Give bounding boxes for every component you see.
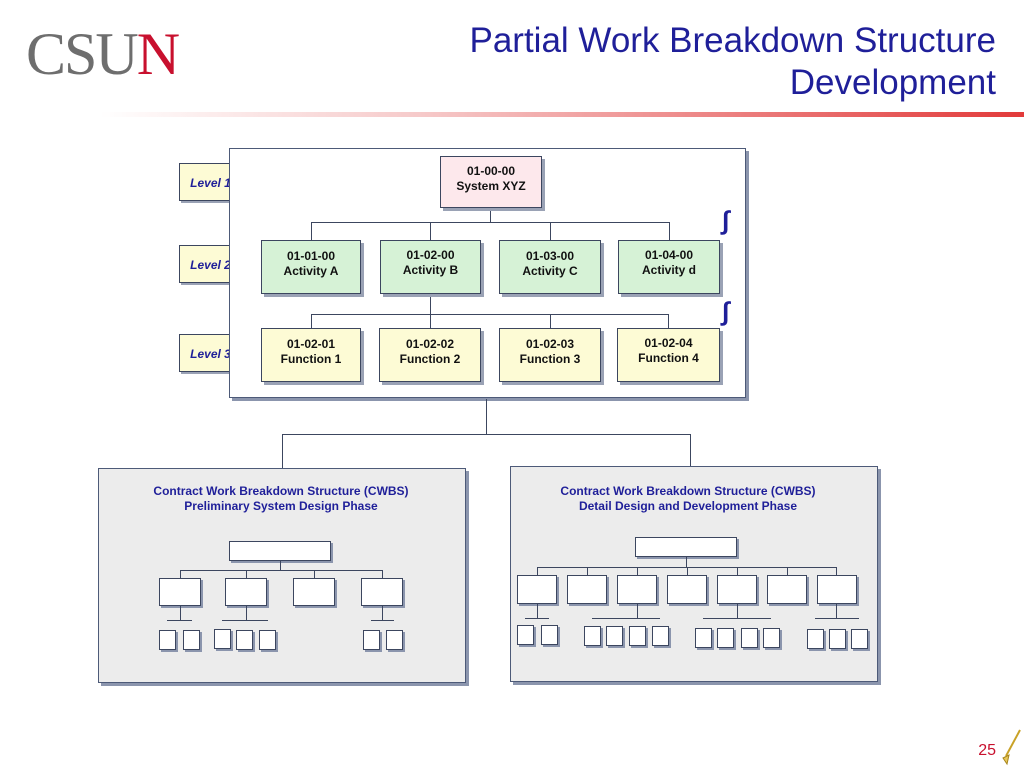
connector [690, 434, 691, 466]
connector [550, 314, 551, 328]
connector [282, 434, 691, 435]
wbs-root-node: 01-00-00 System XYZ [440, 156, 542, 208]
mini-leaf [741, 628, 758, 648]
break-mark-icon: ∫ [722, 205, 730, 235]
connector [686, 557, 687, 567]
wbs-activity-node: 01-01-00 Activity A [261, 240, 361, 294]
connector [687, 567, 688, 575]
connector [314, 570, 315, 578]
connector [382, 570, 383, 578]
mini-node [517, 575, 557, 604]
connector [592, 618, 660, 619]
title-line-1: Partial Work Breakdown Structure [469, 21, 996, 60]
connector [180, 606, 181, 620]
wbs-activity-node: 01-04-00 Activity d [618, 240, 720, 294]
mini-leaf [629, 626, 646, 646]
connector [430, 222, 431, 240]
mini-leaf [541, 625, 558, 645]
mini-leaf [363, 630, 380, 650]
connector [637, 567, 638, 575]
connector [486, 399, 487, 434]
connector [587, 567, 588, 575]
mini-leaf [159, 630, 176, 650]
connector [246, 606, 247, 620]
mini-leaf [386, 630, 403, 650]
connector [311, 314, 669, 315]
connector [668, 314, 669, 328]
connector [311, 314, 312, 328]
connector [669, 222, 670, 240]
cwbs-preliminary-title: Contract Work Breakdown Structure (CWBS)… [153, 484, 409, 513]
mini-node [567, 575, 607, 604]
connector [537, 604, 538, 618]
mini-node [767, 575, 807, 604]
connector [311, 222, 312, 240]
mini-node [617, 575, 657, 604]
mini-node [667, 575, 707, 604]
wbs-function-node: 01-02-04 Function 4 [617, 328, 720, 382]
mini-node [717, 575, 757, 604]
connector [836, 604, 837, 618]
mini-leaf [606, 626, 623, 646]
wbs-function-node: 01-02-02 Function 2 [379, 328, 481, 382]
connector [180, 570, 382, 571]
mini-leaf [717, 628, 734, 648]
connector [430, 314, 431, 328]
wbs-function-node: 01-02-03 Function 3 [499, 328, 601, 382]
connector [815, 618, 859, 619]
mini-leaf [259, 630, 276, 650]
connector [787, 567, 788, 575]
cwbs-detail-title: Contract Work Breakdown Structure (CWBS)… [560, 484, 816, 513]
connector [525, 618, 549, 619]
mini-leaf [763, 628, 780, 648]
connector [737, 567, 738, 575]
pencil-icon [1000, 728, 1024, 771]
connector [550, 222, 551, 240]
mini-leaf [183, 630, 200, 650]
mini-node [225, 578, 267, 606]
connector [430, 294, 431, 314]
connector [246, 570, 247, 578]
mini-leaf [652, 626, 669, 646]
connector [637, 604, 638, 618]
wbs-function-node: 01-02-01 Function 1 [261, 328, 361, 382]
mini-leaf [807, 629, 824, 649]
mini-node [817, 575, 857, 604]
mini-leaf [695, 628, 712, 648]
mini-leaf [517, 625, 534, 645]
connector [737, 604, 738, 618]
mini-node [293, 578, 335, 606]
page-number: 25 [978, 742, 996, 759]
mini-leaf [214, 629, 231, 649]
break-mark-icon: ∫ [722, 296, 730, 326]
mini-leaf [829, 629, 846, 649]
connector [703, 618, 771, 619]
connector [180, 570, 181, 578]
connector [311, 222, 670, 223]
connector [537, 567, 538, 575]
mini-leaf [236, 630, 253, 650]
csun-logo: CSUN [26, 21, 180, 87]
connector [382, 606, 383, 620]
mini-node [159, 578, 201, 606]
connector [836, 567, 837, 575]
connector [167, 620, 192, 621]
mini-leaf [584, 626, 601, 646]
connector [282, 434, 283, 468]
wbs-activity-node: 01-02-00 Activity B [380, 240, 481, 294]
connector [371, 620, 394, 621]
mini-node [361, 578, 403, 606]
connector [222, 620, 268, 621]
connector [490, 208, 491, 222]
title-line-2: Development [789, 63, 996, 102]
mini-node [635, 537, 737, 557]
wbs-activity-node: 01-03-00 Activity C [499, 240, 601, 294]
connector [280, 561, 281, 570]
title-divider [100, 112, 1024, 117]
mini-node [229, 541, 331, 561]
mini-leaf [851, 629, 868, 649]
slide-title: Partial Work Breakdown Structure Develop… [356, 20, 996, 104]
